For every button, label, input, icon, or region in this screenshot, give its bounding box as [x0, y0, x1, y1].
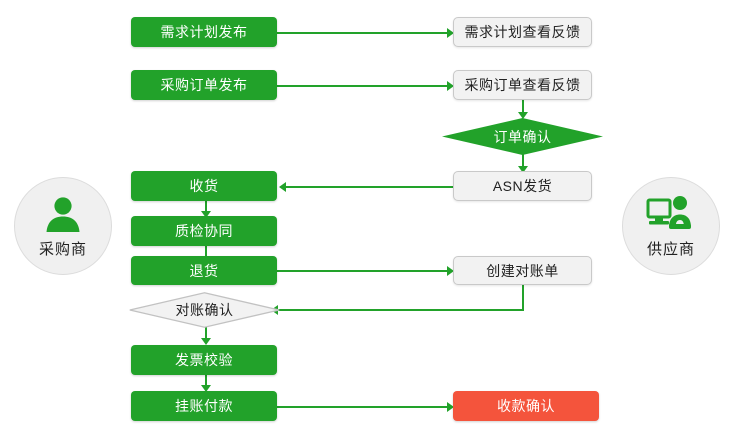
node-payable-payment-label: 挂账付款 [175, 398, 233, 414]
node-return-goods-label: 退货 [189, 262, 219, 279]
edge-asn-to-receipt-arrow [279, 182, 286, 192]
edge-statement-down-line [522, 285, 524, 311]
edge-invoice-to-payment-line [205, 375, 207, 389]
node-asn-shipment[interactable]: ASN发货 [453, 171, 592, 201]
edge-receipt-to-qc-arrow [201, 211, 211, 218]
edge-po-arrow [447, 81, 454, 91]
edge-confirm-to-invoice-line [205, 327, 207, 342]
node-po-publish[interactable]: 采购订单发布 [131, 70, 277, 100]
edge-confirm-to-asn-arrow [518, 166, 528, 173]
node-goods-receipt[interactable]: 收货 [131, 171, 277, 201]
actor-supplier[interactable]: 供应商 [622, 177, 720, 275]
node-create-statement[interactable]: 创建对账单 [453, 256, 592, 285]
node-goods-receipt-label: 收货 [189, 178, 219, 194]
edge-qc-to-return-line [205, 246, 207, 260]
edge-po-to-confirm-arrow [518, 112, 528, 119]
node-invoice-verify-label: 发票校验 [175, 352, 233, 368]
node-demand-plan-feedback-label: 需求计划查看反馈 [464, 24, 581, 40]
edge-asn-to-receipt-line [285, 186, 453, 188]
node-asn-shipment-label: ASN发货 [492, 178, 553, 194]
node-demand-plan-feedback[interactable]: 需求计划查看反馈 [453, 17, 592, 47]
node-invoice-verify[interactable]: 发票校验 [131, 345, 277, 375]
edge-payment-to-receipt-arrow [447, 402, 454, 412]
person-icon [42, 194, 84, 236]
node-receipt-confirm-label: 收款确认 [497, 398, 555, 414]
edge-demand-plan-arrow [447, 28, 454, 38]
node-payable-payment[interactable]: 挂账付款 [131, 391, 277, 421]
node-po-feedback-label: 采购订单查看反馈 [464, 77, 581, 93]
node-po-publish-label: 采购订单发布 [160, 77, 248, 93]
node-return-goods[interactable]: 退货 [131, 256, 277, 285]
node-statement-confirm-label: 对账确认 [175, 302, 234, 318]
edge-confirm-to-asn-line [522, 154, 524, 171]
node-demand-plan-publish[interactable]: 需求计划发布 [131, 17, 277, 47]
node-order-confirm[interactable]: 订单确认 [442, 118, 603, 155]
node-demand-plan-publish-label: 需求计划发布 [160, 24, 248, 40]
edge-po-to-confirm-line [522, 100, 524, 116]
node-receipt-confirm[interactable]: 收款确认 [453, 391, 599, 421]
node-po-feedback[interactable]: 采购订单查看反馈 [453, 70, 592, 100]
edge-confirm-to-invoice-arrow [201, 338, 211, 345]
actor-buyer[interactable]: 采购商 [14, 177, 112, 275]
computer-user-icon [646, 194, 696, 236]
edge-po-line [277, 85, 449, 87]
actor-buyer-label: 采购商 [38, 240, 87, 258]
edge-invoice-to-payment-arrow [201, 385, 211, 392]
node-statement-confirm[interactable]: 对账确认 [129, 292, 280, 328]
actor-supplier-label: 供应商 [646, 240, 695, 258]
edge-payment-to-receipt-line [277, 406, 449, 408]
diamond-shape-statement-confirm [129, 292, 280, 328]
edge-demand-plan-line [277, 32, 449, 34]
edge-return-to-statement-line [277, 270, 449, 272]
node-quality-collab-label: 质检协同 [175, 223, 233, 239]
node-create-statement-label: 创建对账单 [486, 262, 559, 279]
edge-receipt-to-qc-line [205, 201, 207, 215]
diamond-shape-order-confirm [442, 118, 603, 155]
edge-statement-left-line [277, 309, 524, 311]
node-order-confirm-label: 订单确认 [493, 128, 552, 145]
node-quality-collab[interactable]: 质检协同 [131, 216, 277, 246]
edge-return-to-statement-arrow [447, 266, 454, 276]
